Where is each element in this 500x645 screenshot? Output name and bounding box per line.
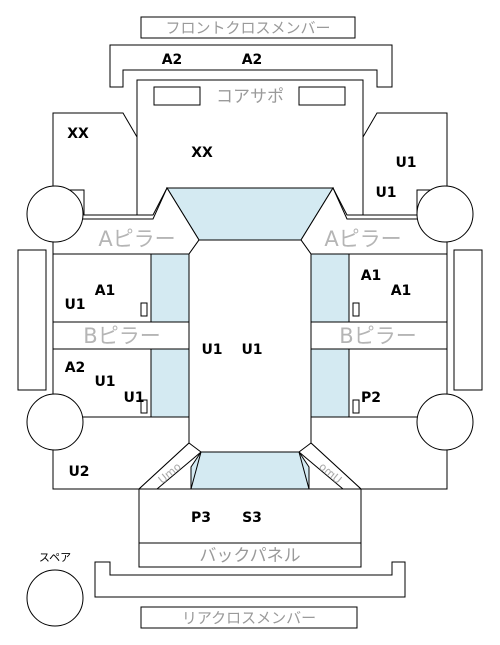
a-pillar-label-right: Aピラー (324, 227, 401, 251)
side-window-left-front (150, 253, 190, 323)
quarter-left-mark: U2 (68, 464, 89, 480)
b-pillar-label-left: Bピラー (83, 324, 160, 348)
side-sill-left (17, 249, 47, 391)
roof-mark-2: U1 (241, 342, 262, 358)
rear-cross-member-label: リアクロスメンバー (182, 609, 316, 627)
fender-front-right-mark-1: U1 (395, 155, 416, 171)
side-window-right-rear (310, 348, 350, 418)
b-pillar-band-left (52, 321, 190, 350)
door-front-right-mark-1: A1 (361, 268, 382, 284)
tire-front-left (26, 185, 84, 243)
spare-tire (26, 569, 84, 627)
tire-rear-right (416, 393, 474, 451)
back-panel-label: バックパネル (199, 546, 300, 566)
door-rear-left-mark-2: U1 (94, 374, 115, 390)
front-cross-member-box (140, 16, 356, 39)
door-rear-left-mark-3: U1 (123, 390, 144, 406)
tire-front-right (416, 185, 474, 243)
spare-label: スペア (39, 551, 71, 564)
door-front-right (348, 253, 448, 323)
door-front-left-mark-2: U1 (64, 297, 85, 313)
fender-front-right-mark-2: U1 (375, 185, 396, 201)
door-front-left-mark-1: A1 (95, 283, 116, 299)
trunk-lid (138, 488, 362, 544)
rear-glass-shape (190, 451, 310, 490)
front-member-mark-right: A2 (242, 52, 263, 68)
front-member-bracket (109, 44, 393, 88)
side-window-right-front (310, 253, 350, 323)
hood-mark: XX (191, 145, 213, 161)
core-support-label: コアサポ (216, 87, 284, 107)
door-rear-left-handle (140, 399, 148, 414)
core-support-left-slot (153, 86, 201, 106)
door-front-right-mark-2: A1 (391, 283, 412, 299)
fender-front-left-mark: XX (67, 126, 89, 142)
front-member-mark-left: A2 (162, 52, 183, 68)
trunk-mark-2: S3 (242, 510, 262, 526)
b-pillar-label-right: Bピラー (339, 324, 416, 348)
door-rear-right-handle (352, 399, 360, 414)
tire-rear-left (26, 393, 84, 451)
side-sill-right (453, 249, 483, 391)
door-front-right-handle (352, 302, 360, 317)
door-rear-left-mark-1: A2 (65, 360, 86, 376)
roof-mark-1: U1 (201, 342, 222, 358)
rear-member-bracket (94, 561, 406, 598)
core-support-right-slot (298, 86, 346, 106)
door-rear-right-mark: P2 (361, 390, 381, 406)
rear-cross-member-box (140, 606, 358, 629)
side-window-left-rear (150, 348, 190, 418)
front-cross-member-label: フロントクロスメンバー (165, 19, 330, 37)
door-front-left-handle (140, 302, 148, 317)
back-panel-box (138, 542, 362, 568)
a-pillar-label-left: Aピラー (98, 227, 175, 251)
trunk-mark-1: P3 (191, 510, 211, 526)
